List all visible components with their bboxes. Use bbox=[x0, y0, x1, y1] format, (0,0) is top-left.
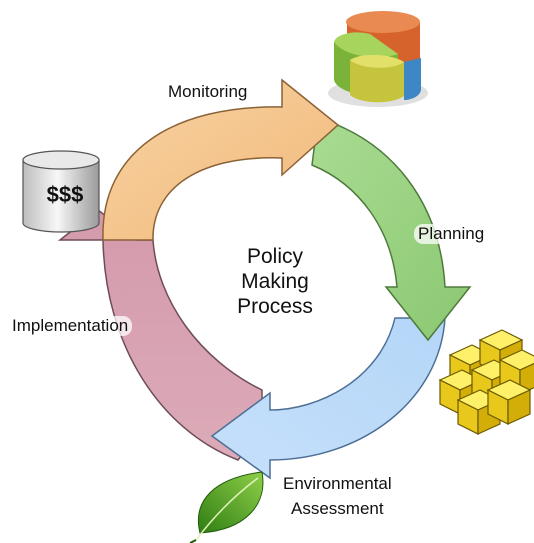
stage-label-implementation: Implementation bbox=[8, 316, 133, 336]
arrow-environmental-assessment bbox=[210, 317, 446, 480]
green-leaf-icon bbox=[189, 471, 264, 543]
stage-label-assessment: Assessment bbox=[291, 499, 384, 518]
arrow-monitoring bbox=[102, 78, 340, 241]
3d-pie-chart-icon bbox=[328, 11, 428, 107]
money-cylinder-icon bbox=[22, 150, 100, 233]
center-title-line3: Process bbox=[237, 295, 313, 318]
stage-label-monitoring: Monitoring bbox=[168, 82, 248, 101]
stage-label-planning: Planning bbox=[414, 224, 489, 244]
stage-label-environmental: Environmental bbox=[283, 474, 392, 493]
yellow-cubes-icon bbox=[438, 329, 534, 435]
center-title: Policy Making Process bbox=[205, 244, 345, 319]
center-title-line2: Making bbox=[241, 270, 309, 293]
money-label: $$$ bbox=[46, 182, 84, 207]
arrow-planning bbox=[311, 117, 472, 342]
center-title-line1: Policy bbox=[246, 245, 304, 268]
